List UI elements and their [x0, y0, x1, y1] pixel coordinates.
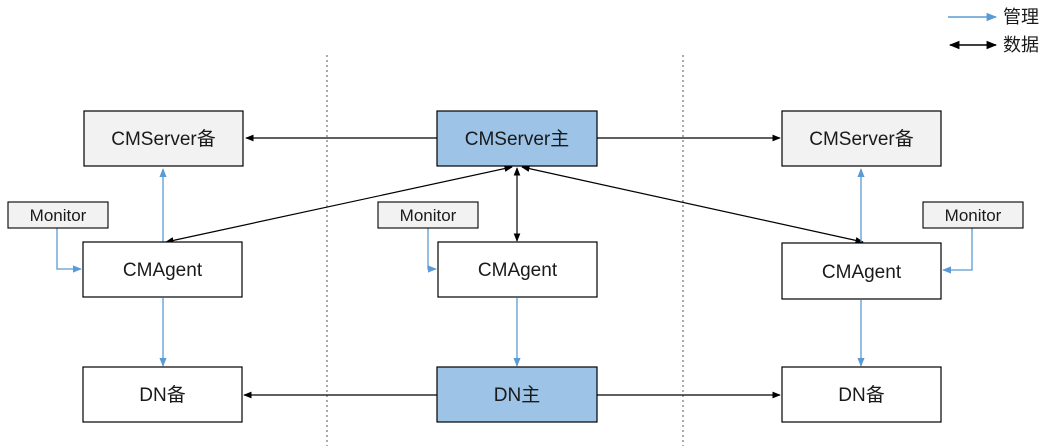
data-arrow-cmserver-cmagent-right — [521, 165, 864, 244]
legend: 管理 数据 — [948, 7, 1039, 56]
monitor-left-label: Monitor — [30, 206, 87, 225]
dn-standby-left: DN备 — [82, 366, 243, 423]
cmserver-standby-right-label: CMServer备 — [809, 128, 914, 150]
monitor-left: Monitor — [7, 201, 109, 229]
dn-standby-right: DN备 — [781, 366, 942, 423]
mgmt-arrow-monitor-center — [427, 228, 437, 273]
cmagent-left: CMAgent — [82, 241, 243, 298]
cmserver-standby-left: CMServer备 — [83, 110, 244, 167]
data-arrow-cmserver-cmagent-left — [165, 165, 513, 244]
legend-data-label: 数据 — [1003, 35, 1039, 56]
dn-standby-left-label: DN备 — [139, 384, 185, 406]
dn-primary: DN主 — [436, 366, 598, 423]
cmserver-standby-right: CMServer备 — [781, 110, 942, 167]
cmagent-right-label: CMAgent — [822, 262, 902, 283]
cmserver-standby-left-label: CMServer备 — [111, 128, 216, 150]
mgmt-arrow-monitor-right — [942, 228, 973, 274]
monitor-center: Monitor — [377, 201, 479, 229]
monitor-right-label: Monitor — [945, 206, 1002, 225]
dn-standby-right-label: DN备 — [838, 384, 884, 406]
cmserver-primary-label: CMServer主 — [465, 128, 570, 150]
cmserver-primary: CMServer主 — [436, 110, 598, 167]
monitor-center-label: Monitor — [400, 206, 457, 225]
monitor-right: Monitor — [922, 201, 1024, 229]
mgmt-arrow-monitor-left — [56, 228, 82, 273]
cmagent-center-label: CMAgent — [478, 260, 558, 281]
cmagent-left-label: CMAgent — [123, 260, 203, 281]
dn-primary-label: DN主 — [494, 384, 540, 406]
legend-management-label: 管理 — [1003, 7, 1039, 28]
cmagent-right: CMAgent — [781, 242, 942, 300]
cmagent-center: CMAgent — [437, 241, 598, 298]
